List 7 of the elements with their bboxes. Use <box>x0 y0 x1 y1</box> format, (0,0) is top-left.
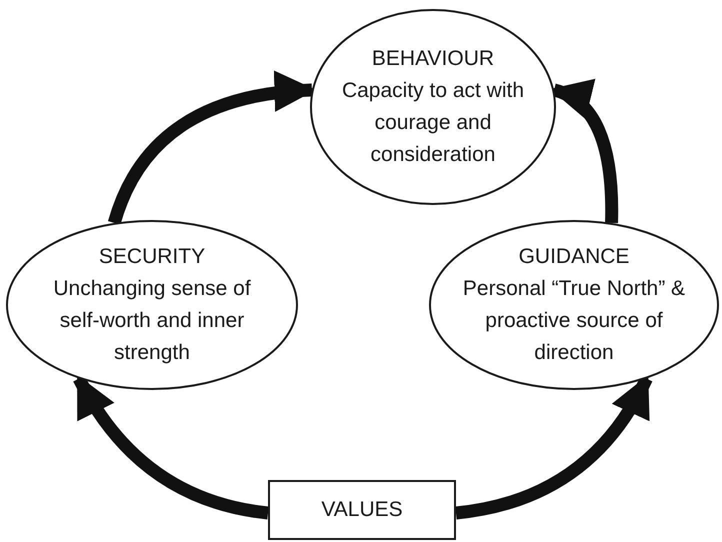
node-description: Capacity to act with courage and consideration <box>340 78 526 168</box>
node-description: Unchanging sense of self-worth and inner strength <box>52 276 252 366</box>
node-description: Personal “True North” & proactive source of direction <box>462 276 686 366</box>
node-heading: BEHAVIOUR <box>370 46 496 72</box>
label-box: VALUES <box>268 480 456 540</box>
node-heading: SECURITY <box>98 244 206 270</box>
node-heading: GUIDANCE <box>518 244 630 270</box>
